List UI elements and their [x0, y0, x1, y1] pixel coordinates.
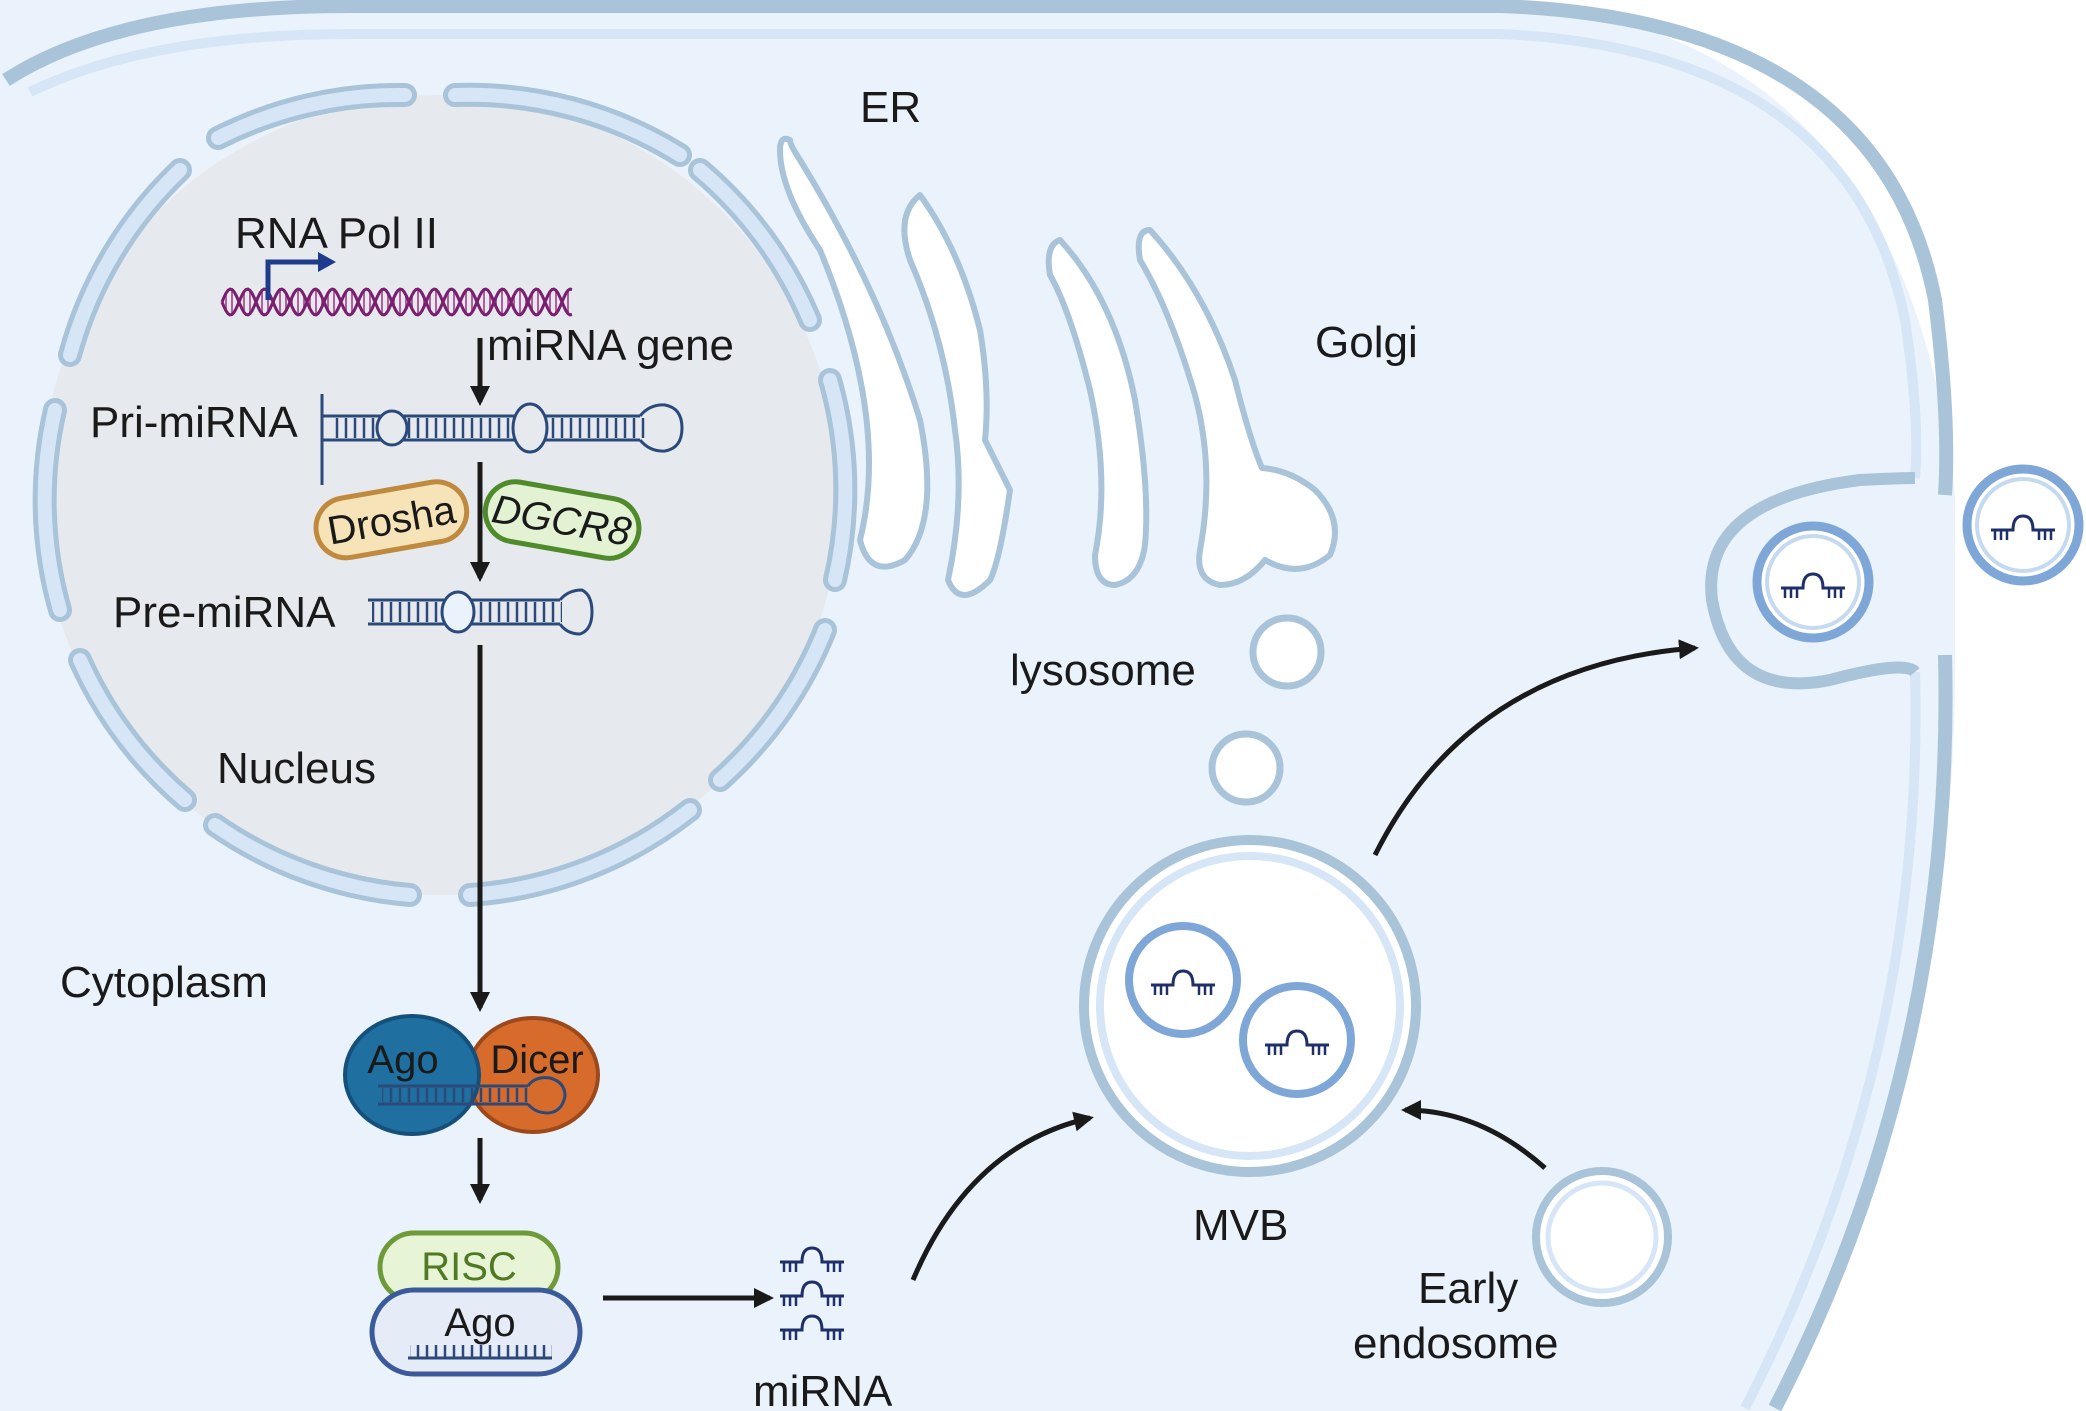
cytoplasm-label: Cytoplasm: [60, 958, 268, 1007]
risc-ago-label: Ago: [444, 1301, 515, 1345]
nucleus-label: Nucleus: [217, 744, 376, 793]
cell-membrane-inner: [27, 29, 1922, 479]
nuclear-envelope: [32, 82, 858, 907]
mirna-label: miRNA: [753, 1367, 893, 1411]
rna-pol-label: RNA Pol II: [235, 209, 438, 258]
intraluminal-vesicle-1: [1125, 922, 1241, 1038]
lysosome-large: [1249, 614, 1325, 690]
lysosome-small: [1208, 730, 1284, 806]
risc-label: RISC: [421, 1245, 517, 1289]
mirna-glyph: [780, 1280, 844, 1306]
pri-mirna-label: Pri-miRNA: [90, 398, 298, 447]
mvb-outer: [1079, 835, 1421, 1177]
drosha-pill: Drosha: [313, 479, 470, 561]
mirna-glyph: [1781, 572, 1845, 598]
lysosome-label: lysosome: [1010, 646, 1196, 695]
intraluminal-vesicle-2: [1239, 982, 1355, 1098]
endosome-label: endosome: [1353, 1319, 1558, 1368]
mirna-glyph: [1151, 969, 1215, 995]
golgi-label: Golgi: [1315, 318, 1418, 367]
mvb-label: MVB: [1193, 1201, 1288, 1250]
er-label: ER: [860, 83, 921, 132]
endoplasmic-reticulum: [777, 135, 1013, 598]
ago-label: Ago: [367, 1038, 438, 1082]
mirna-gene-label: miRNA gene: [487, 321, 734, 370]
risc-complex: RISC Ago: [369, 1230, 583, 1377]
early-label: Early: [1418, 1264, 1518, 1313]
mirna-glyph: [1265, 1029, 1329, 1055]
early-endosome: [1532, 1167, 1672, 1307]
secreted-exosome-released: [1962, 464, 2084, 586]
cell-membrane-lower: [1768, 654, 1953, 1411]
exocytosis-pit: [1705, 472, 1920, 690]
golgi-apparatus: [1045, 227, 1338, 588]
dna-strand: [220, 287, 573, 317]
mirna-glyph: [1991, 514, 2055, 540]
mirna-glyph: [780, 1314, 844, 1340]
dna-helix: [220, 287, 573, 317]
pre-mirna-label: Pre-miRNA: [113, 588, 336, 637]
secreted-exosome-bud: [1752, 521, 1874, 643]
ago-dicer-complex: Ago Dicer: [343, 1014, 600, 1136]
mirna-glyph: [780, 1246, 844, 1272]
dgcr8-pill: DGCR8: [482, 479, 642, 561]
dna-strand: [220, 287, 573, 317]
pre-mirna-hairpin: [368, 588, 594, 636]
dicer-label: Dicer: [490, 1038, 583, 1082]
cell-membrane-outline: [2, 0, 1954, 496]
mirna-molecules: [780, 514, 2055, 1340]
cell-membrane-lower-inner: [1740, 671, 1921, 1411]
transcription-start-arrow: [265, 259, 322, 300]
process-arrows: [470, 338, 1699, 1308]
pri-mirna-hairpin: [320, 394, 684, 485]
